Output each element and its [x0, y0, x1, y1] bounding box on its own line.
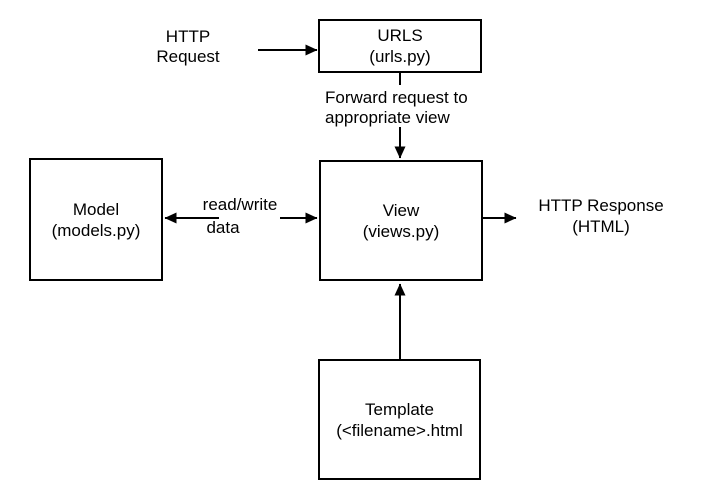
view-node-subtitle: (views.py) [362, 221, 440, 241]
forward-request-label-line2: appropriate view [325, 108, 450, 127]
forward-request-label: Forward request to appropriate view [325, 88, 468, 128]
model-node-title: Model [72, 199, 120, 219]
template-node-title: Template [365, 399, 434, 419]
http-request-label-line2: Request [156, 47, 220, 66]
template-node-subtitle: (<filename>.html [336, 420, 463, 440]
model-node-subtitle: (models.py) [51, 220, 141, 240]
forward-request-label-line1: Forward request to [325, 88, 468, 107]
http-response-label-line2: (HTML) [572, 217, 630, 236]
http-response-label: HTTP Response (HTML) [538, 195, 663, 237]
view-node: View (views.py) [319, 160, 483, 281]
read-write-label: read/write [202, 195, 278, 214]
urls-node-title: URLS [377, 26, 423, 45]
http-response-label-line1: HTTP Response [538, 196, 664, 215]
http-request-label-line1: HTTP [165, 27, 211, 46]
template-node: Template (<filename>.html [318, 359, 481, 480]
data-label: data [206, 218, 240, 237]
urls-node: URLS (urls.py) [318, 19, 482, 73]
model-node: Model (models.py) [29, 158, 163, 281]
http-request-label: HTTP Request [156, 27, 219, 67]
view-node-title: View [382, 200, 420, 220]
urls-node-subtitle: (urls.py) [369, 47, 431, 66]
